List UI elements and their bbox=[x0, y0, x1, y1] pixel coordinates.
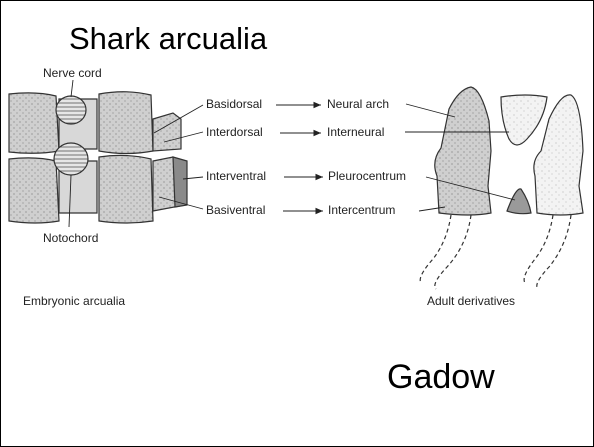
interdorsal-label: Interdorsal bbox=[206, 125, 263, 139]
slide-title: Shark arcualia bbox=[69, 21, 267, 57]
mapping-arrows bbox=[276, 105, 323, 211]
nerve-cord-label: Nerve cord bbox=[43, 66, 102, 80]
notochord-label: Notochord bbox=[43, 231, 98, 245]
interneural-label: Interneural bbox=[327, 125, 384, 139]
adult-derivatives-drawing bbox=[420, 87, 583, 289]
credit-label: Gadow bbox=[387, 358, 495, 397]
embryonic-caption: Embryonic arcualia bbox=[23, 294, 125, 308]
neural-arch-label: Neural arch bbox=[327, 97, 389, 111]
basiventral-label: Basiventral bbox=[206, 203, 265, 217]
adult-caption: Adult derivatives bbox=[427, 294, 515, 308]
pleurocentrum-label: Pleurocentrum bbox=[328, 169, 406, 183]
basidorsal-label: Basidorsal bbox=[206, 97, 262, 111]
interventral-label: Interventral bbox=[206, 169, 266, 183]
embryonic-arcualia-drawing bbox=[9, 92, 187, 223]
intercentrum-label: Intercentrum bbox=[328, 203, 395, 217]
